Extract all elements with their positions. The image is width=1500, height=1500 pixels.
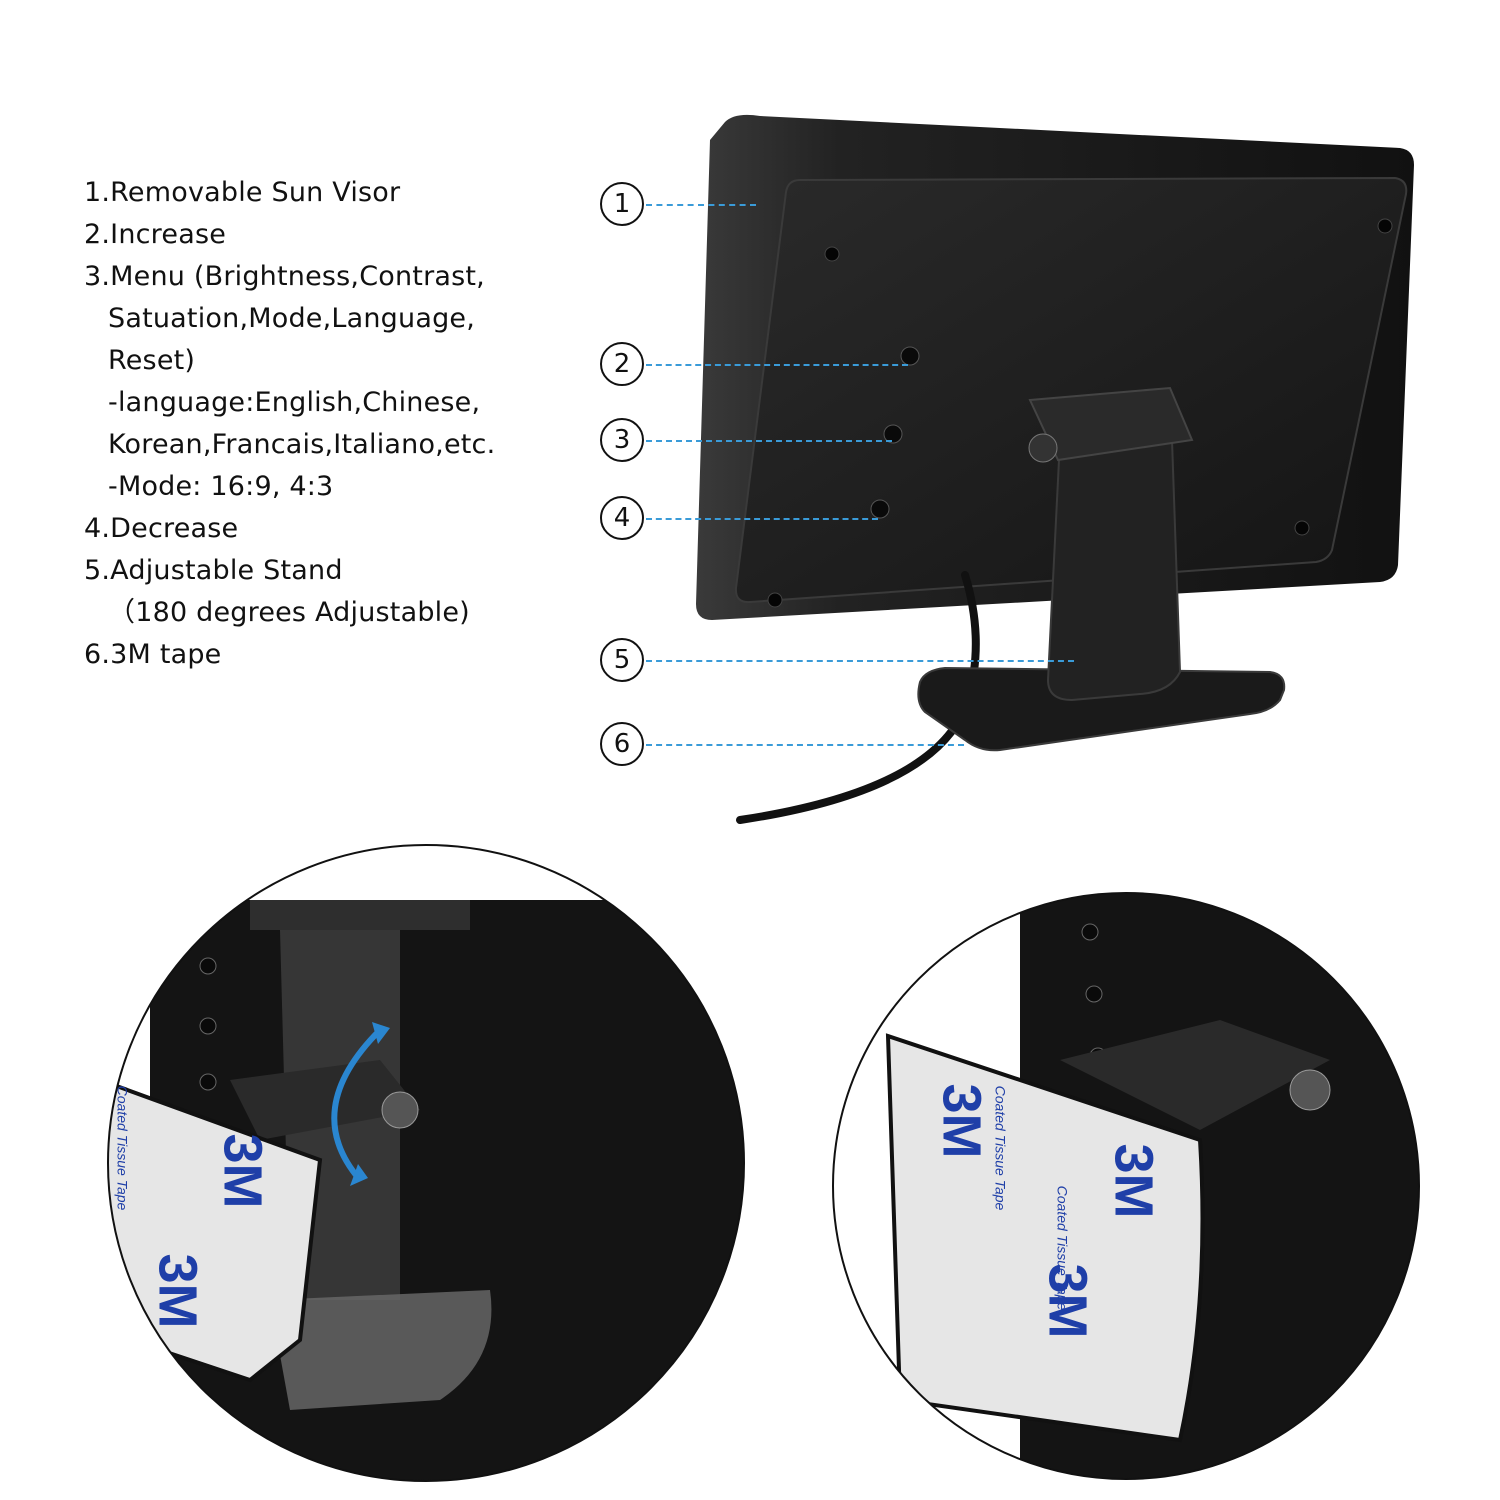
monitor-back-plate — [734, 176, 1408, 604]
callout-leader-2 — [646, 364, 908, 366]
callout-3: 3 — [600, 418, 644, 462]
tape-brand-left-2: 3M — [147, 1253, 208, 1329]
legend-item: 2.Increase — [84, 219, 227, 250]
callout-leader-1 — [646, 204, 756, 206]
tape-brand-left-1: 3M — [212, 1133, 273, 1209]
feature-legend: 1.Removable Sun Visor 2.Increase 3.Menu … — [84, 172, 495, 676]
callout-leader-4 — [646, 518, 878, 520]
tape-brand-right-1: 3M — [931, 1083, 992, 1159]
callout-6: 6 — [600, 722, 644, 766]
callout-5: 5 — [600, 638, 644, 682]
side-buttons — [870, 346, 920, 519]
callout-1: 1 — [600, 182, 644, 226]
legend-item: 6.3M tape — [84, 639, 222, 670]
callout-leader-3 — [646, 440, 892, 442]
tape-brand-right-2: 3M — [1103, 1143, 1164, 1219]
tape-print-right-2: Coated Tissue Tape — [1054, 1185, 1071, 1311]
legend-item: 4.Decrease — [84, 513, 239, 544]
tape-print-right-1: Coated Tissue Tape — [992, 1085, 1009, 1211]
legend-item: 5.Adjustable Stand （180 degrees Adjustab… — [84, 555, 470, 628]
callout-4: 4 — [600, 496, 644, 540]
legend-item: 3.Menu (Brightness,Contrast, Satuation,M… — [84, 261, 496, 502]
callout-leader-6 — [646, 744, 964, 746]
callout-leader-5 — [646, 660, 1074, 662]
adjustable-stand — [917, 386, 1286, 752]
monitor-illustration — [696, 114, 1414, 824]
legend-item: 1.Removable Sun Visor — [84, 177, 401, 208]
callout-2: 2 — [600, 342, 644, 386]
tape-print-left: Coated Tissue Tape — [114, 1085, 131, 1211]
stand-rotation-detail — [108, 845, 744, 1481]
